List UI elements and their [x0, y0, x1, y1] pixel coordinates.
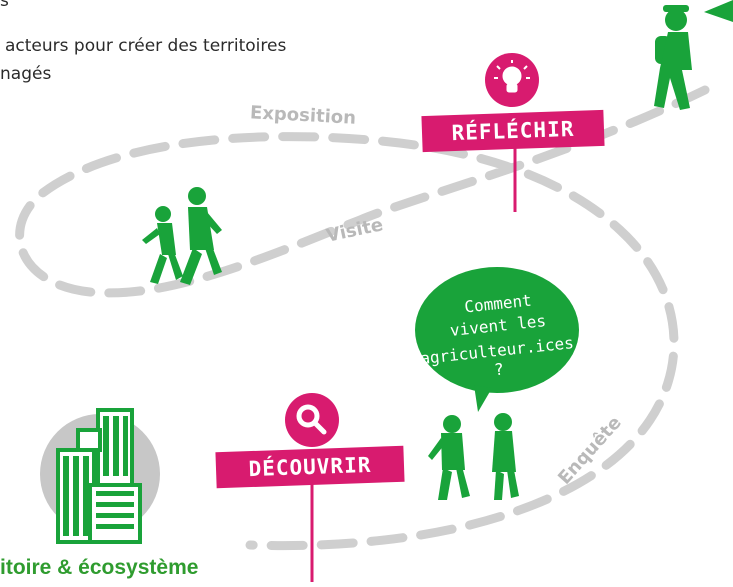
flag-icon — [704, 0, 733, 22]
hiker-figure — [654, 5, 692, 110]
intro-line-1: s — [0, 0, 9, 11]
magnifier-icon — [296, 404, 327, 435]
speech-bubble — [415, 267, 579, 412]
lightbulb-icon — [494, 60, 530, 93]
sign-decouvrir: DÉCOUVRIR — [215, 445, 405, 489]
decouvrir-icon-circle — [285, 393, 339, 447]
sign-reflechir: RÉFLÉCHIR — [421, 109, 605, 153]
buildings-windows — [63, 416, 134, 536]
path-upper-loop — [15, 85, 710, 551]
walking-children — [428, 413, 519, 500]
footer-title: itoire & écosystème — [0, 556, 199, 579]
intro-line-2: acteurs pour créer des territoires — [5, 36, 287, 56]
intro-line-3: nagés — [0, 64, 52, 84]
running-children — [142, 187, 222, 285]
